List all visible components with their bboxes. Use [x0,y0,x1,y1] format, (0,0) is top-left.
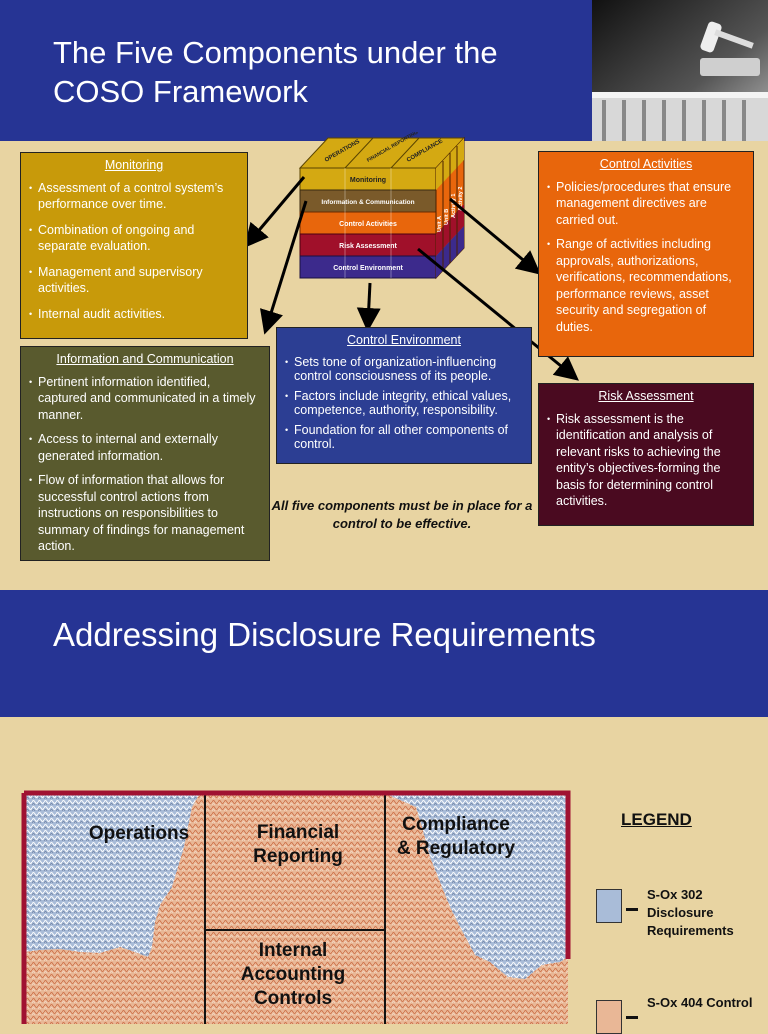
coso-cube: OPERATIONS FINANCIAL REPORTING COMPLIANC… [296,129,468,282]
legend-text-302: S-Ox 302 Disclosure Requirements [647,887,734,938]
monitoring-title: Monitoring [104,158,164,172]
cube-layer-info: Information & Communication [321,199,414,206]
effectiveness-note: All five components must be in place for… [271,498,533,531]
legend-text-404: S-Ox 404 Control [647,995,753,1010]
control-env-title: Control Environment [347,333,461,347]
arrow-to-info [260,200,308,335]
monitoring-box: Monitoring Assessment of a control syste… [20,152,248,339]
info-comm-box: Information and Communication Pertinent … [20,346,270,561]
control-activities-title: Control Activities [599,157,693,171]
cell-internal-accounting: Internal Accounting Controls [240,940,346,1009]
legend-swatch-302 [596,889,622,923]
cube-side-unit-a: Unit A [437,216,443,232]
slide1-header: The Five Components under the COSO Frame… [0,0,768,141]
control-env-bullet: Foundation for all other components of c… [285,423,523,451]
cube-side-activity-2: Activity 2 [458,187,464,211]
cube-side-activity-1: Activity 1 [451,194,457,218]
slide2-title: Addressing Disclosure Requirements [53,616,596,653]
monitoring-bullet: Assessment of a control system’s perform… [29,180,239,213]
risk-bullet: Risk assessment is the identification an… [547,411,745,510]
legend-swatch-404 [596,1000,622,1034]
cube-layer-risk: Risk Assessment [339,243,397,250]
info-comm-bullet: Flow of information that allows for succ… [29,472,261,555]
cube-layer-monitoring: Monitoring [350,177,386,184]
info-comm-bullet: Access to internal and externally genera… [29,431,261,464]
risk-box: Risk Assessment Risk assessment is the i… [538,383,754,526]
cube-side-unit-b: Unit B [444,209,450,225]
arrow-to-environment [356,282,381,332]
cell-compliance-regulatory: Compliance & Regulatory [396,814,516,859]
legend-dash-404 [626,1016,638,1019]
disclosure-diagram [20,787,572,1033]
info-comm-title: Information and Communication [56,352,234,366]
monitoring-bullet: Management and supervisory activities. [29,264,239,297]
control-activities-box: Control Activities Policies/procedures t… [538,151,754,357]
cube-layer-environment: Control Environment [333,265,403,272]
slide1-title: The Five Components under the COSO Frame… [53,35,498,109]
legend-title: LEGEND [621,810,692,829]
legend-dash-302 [626,908,638,911]
monitoring-bullet: Combination of ongoing and separate eval… [29,222,239,255]
control-env-bullet: Sets tone of organization-influencing co… [285,355,523,383]
cell-operations: Operations [88,823,190,844]
control-activities-bullet: Policies/procedures that ensure manageme… [547,179,745,229]
control-activities-bullet: Range of activities including approvals,… [547,236,745,335]
cell-financial-reporting: Financial Reporting [253,822,343,867]
arrow-to-activities [449,197,541,275]
info-comm-bullet: Pertinent information identified, captur… [29,374,261,424]
risk-title: Risk Assessment [598,389,694,403]
monitoring-bullet: Internal audit activities. [29,306,239,323]
gavel-photo [592,0,768,141]
control-env-bullet: Factors include integrity, ethical value… [285,389,523,417]
cube-layer-activities: Control Activities [339,221,397,228]
arrow-to-monitoring [244,176,306,248]
arrows [244,176,579,381]
slide2-header: Addressing Disclosure Requirements [0,590,768,717]
control-env-box: Control Environment Sets tone of organiz… [276,327,532,464]
